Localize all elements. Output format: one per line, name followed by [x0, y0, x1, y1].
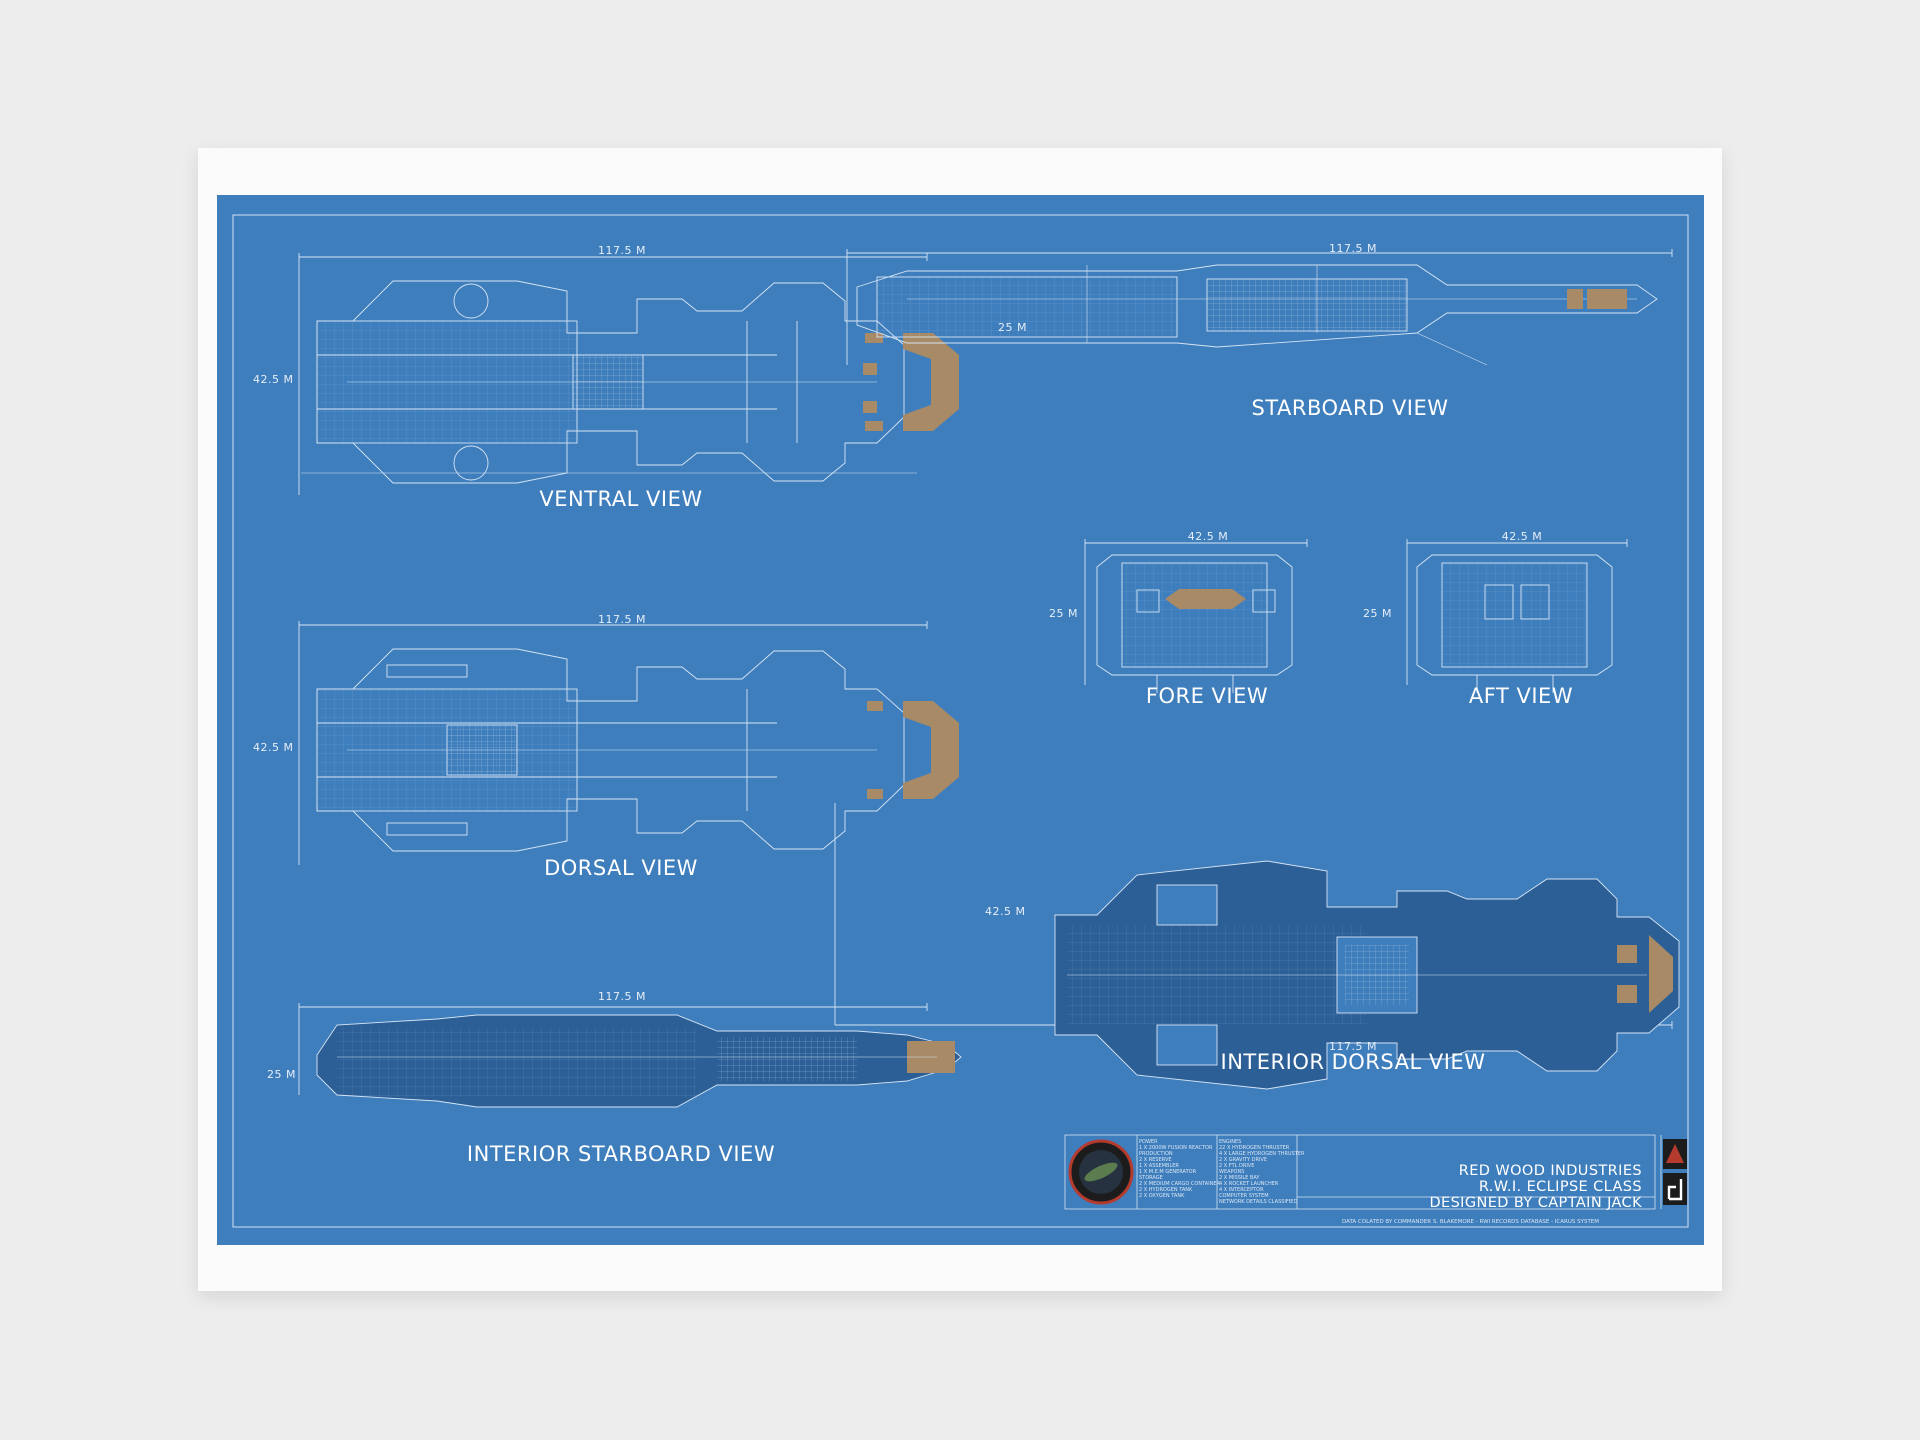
sheet-border: [232, 214, 1689, 1228]
spec-line: 2 X GRAVITY DRIVE: [1219, 1157, 1268, 1163]
spec-line: 4 X ROCKET LAUNCHER: [1219, 1181, 1279, 1187]
data-credit-line: DATA COLATED BY COMMANDER S. BLAKEMORE -…: [1342, 1219, 1600, 1225]
ventral-view-label: VENTRAL VIEW: [539, 487, 703, 511]
blueprint-sheet: VENTRAL VIEW STARBOARD VIEW DORSAL VIEW …: [217, 195, 1704, 1245]
starboard-view-drawing: [846, 249, 1673, 366]
fore-width-label: 42.5 M: [1187, 530, 1229, 543]
spec-line: 2 X HYDROGEN TANK: [1139, 1187, 1193, 1193]
ventral-length-label: 117.5 M: [598, 244, 646, 257]
spec-line: ENGINES: [1219, 1139, 1242, 1145]
spec-line: 2 X MEDIUM CARGO CONTAINER: [1139, 1181, 1221, 1187]
spec-line: 1 X M.E.M GENERATOR: [1139, 1169, 1197, 1175]
spec-column-power: POWER 1 X 2000W FUSION REACTOR PRODUCTIO…: [1139, 1139, 1220, 1199]
fore-view-drawing: [1084, 539, 1308, 693]
spec-line: POWER: [1139, 1139, 1158, 1145]
spec-line: 1 X ASSEMBLER: [1139, 1163, 1179, 1169]
dorsal-view-drawing: [298, 621, 959, 865]
spec-line: 2 X RESERVE: [1139, 1157, 1172, 1163]
fore-height-label: 25 M: [1049, 607, 1078, 620]
dorsal-width-label: 42.5 M: [253, 741, 294, 754]
designer-credit: DESIGNED BY CAPTAIN JACK: [1429, 1195, 1642, 1211]
spec-column-engines: ENGINES 22 X HYDROGEN THRUSTER 4 X LARGE…: [1219, 1139, 1304, 1205]
spec-line: PRODUCTION: [1139, 1151, 1173, 1157]
interior-starboard-length-label: 117.5 M: [598, 990, 646, 1003]
spec-line: STORAGE: [1139, 1175, 1163, 1181]
starboard-height-label: 25 M: [998, 321, 1027, 334]
starboard-view-label: STARBOARD VIEW: [1251, 396, 1449, 420]
rwi-emblem: [1068, 1139, 1134, 1205]
spec-line: WEAPONS: [1219, 1169, 1245, 1175]
fore-view-label: FORE VIEW: [1145, 684, 1269, 708]
spec-line: 4 X LARGE HYDROGEN THRUSTER: [1219, 1151, 1305, 1157]
interior-starboard-view-drawing: [298, 1003, 962, 1108]
spec-line: NETWORK DETAILS CLASSIFIED: [1219, 1199, 1298, 1205]
blueprint-drawing: [232, 214, 1689, 1228]
spec-line: 2 X MISSILE BAY: [1219, 1175, 1260, 1181]
aft-height-label: 25 M: [1363, 607, 1392, 620]
interior-dorsal-length-label: 117.5 M: [1329, 1040, 1377, 1053]
title-block: [1064, 1134, 1662, 1210]
interior-dorsal-view-drawing: [834, 803, 1680, 1090]
interior-dorsal-width-label: 42.5 M: [985, 905, 1026, 918]
spec-line: 2 X FTL DRIVE: [1219, 1163, 1255, 1169]
ventral-view-drawing: [298, 253, 959, 495]
starboard-length-label: 117.5 M: [1329, 242, 1377, 255]
ventral-width-label: 42.5 M: [253, 373, 294, 386]
spec-line: 4 X INTERCEPTOR: [1219, 1187, 1264, 1193]
spec-line: 2 X OXYGEN TANK: [1139, 1193, 1185, 1199]
interior-dorsal-view-label: INTERIOR DORSAL VIEW: [1220, 1050, 1486, 1074]
dorsal-view-label: DORSAL VIEW: [544, 856, 698, 880]
spec-line: 22 X HYDROGEN THRUSTER: [1219, 1145, 1290, 1151]
aft-width-label: 42.5 M: [1501, 530, 1543, 543]
interior-starboard-height-label: 25 M: [267, 1068, 296, 1081]
company-name: RED WOOD INDUSTRIES: [1458, 1163, 1642, 1179]
interior-starboard-view-label: INTERIOR STARBOARD VIEW: [466, 1142, 776, 1166]
aft-view-drawing: [1406, 539, 1628, 693]
spec-line: COMPUTER SYSTEM: [1219, 1193, 1269, 1199]
faction-badges: [1663, 1139, 1687, 1205]
spec-line: 1 X 2000W FUSION REACTOR: [1139, 1145, 1213, 1151]
ship-class: R.W.I. ECLIPSE CLASS: [1478, 1179, 1642, 1195]
aft-view-label: AFT VIEW: [1468, 684, 1574, 708]
dorsal-length-label: 117.5 M: [598, 613, 646, 626]
